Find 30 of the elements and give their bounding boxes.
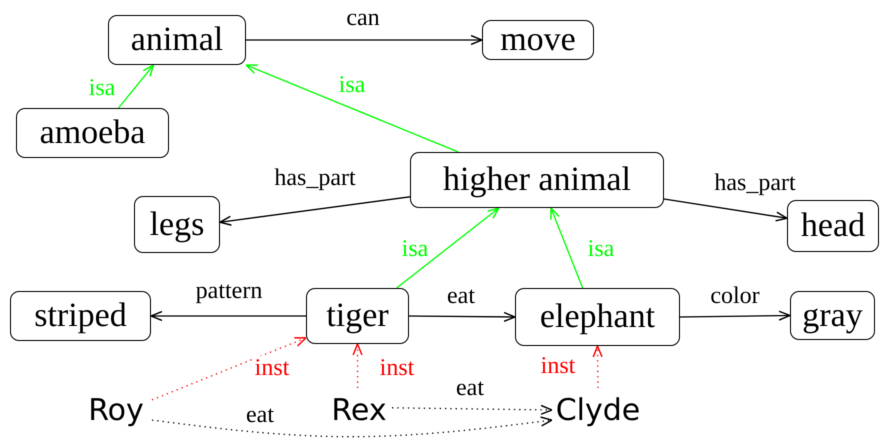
- concept-box: head: [787, 200, 879, 252]
- arrow: [245, 64, 458, 153]
- concept-box: legs: [134, 196, 220, 253]
- edge-label: has_part: [713, 171, 797, 195]
- arrow: [352, 343, 363, 388]
- instance-label: Clyde: [552, 388, 644, 432]
- concept-box: amoeba: [16, 108, 169, 158]
- arrow: [392, 404, 553, 415]
- arrow: [246, 34, 483, 46]
- instance-label: Rex: [326, 388, 392, 432]
- arrow: [396, 207, 500, 289]
- arrow: [664, 198, 788, 222]
- concept-box: elephant: [515, 288, 680, 346]
- concept-box: higher animal: [410, 152, 664, 208]
- arrow: [550, 207, 584, 288]
- edge-label: has_part: [273, 166, 357, 190]
- arrow: [118, 64, 154, 108]
- concept-box: striped: [10, 291, 151, 341]
- concept-box: gray: [790, 291, 875, 340]
- arrow: [152, 416, 553, 438]
- arrow: [219, 196, 410, 226]
- arrow: [150, 310, 306, 322]
- instance-label: Roy: [80, 388, 152, 432]
- concept-box: move: [482, 20, 594, 60]
- arrow: [152, 337, 307, 400]
- concept-box: tiger: [306, 288, 409, 344]
- arrow: [409, 312, 516, 322]
- concept-box: animal: [108, 15, 246, 65]
- arrow: [592, 345, 603, 388]
- arrow: [680, 310, 791, 321]
